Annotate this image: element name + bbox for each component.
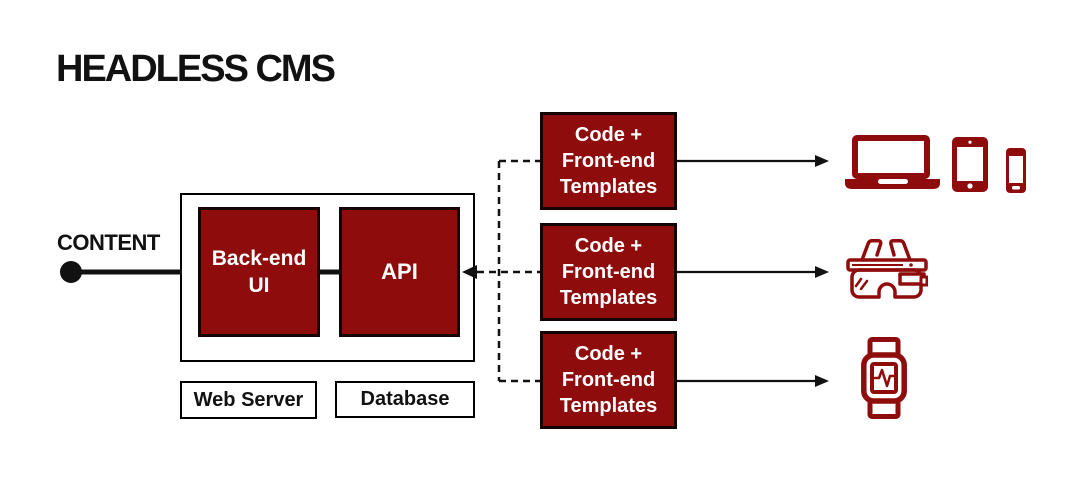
content-label: CONTENT [57,230,160,255]
templates-box-3: Code + Front-end Templates [540,331,677,429]
templates-box-2-line2: Front-end [561,261,656,283]
arrowhead-templates3-devices [815,375,829,387]
smart-glasses-icon [846,239,928,299]
arrowhead-templates1-devices [815,155,829,167]
content-dot [60,261,82,283]
templates-box-1-line3: Templates [559,176,658,198]
smartwatch-icon [861,337,907,419]
templates-box-1-line2: Front-end [561,150,656,172]
templates-box-2-line1: Code + [574,235,643,257]
arrowhead-templates2-devices [815,266,829,278]
templates-box-3-line3: Templates [559,395,658,417]
templates-box-3-line2: Front-end [561,369,656,391]
backend-ui-label-line2: UI [248,274,270,297]
templates-box-2: Code + Front-end Templates [540,223,677,321]
api-box: API [339,207,460,337]
web-server-label: Web Server [193,388,304,411]
page-title: HEADLESS CMS [56,48,336,90]
backend-ui-box: Back-end UI [198,207,320,337]
database-box: Database [335,381,475,418]
templates-box-1: Code + Front-end Templates [540,112,677,210]
templates-box-2-line3: Templates [559,287,658,309]
web-server-box: Web Server [180,381,317,419]
backend-ui-label-line1: Back-end [211,247,307,270]
templates-box-3-line1: Code + [574,343,643,365]
smartphone-icon [1006,148,1026,193]
api-label: API [381,259,418,284]
laptop-icon [845,135,940,189]
database-label: Database [360,388,450,410]
templates-box-1-line1: Code + [574,124,643,146]
tablet-icon [952,137,988,192]
